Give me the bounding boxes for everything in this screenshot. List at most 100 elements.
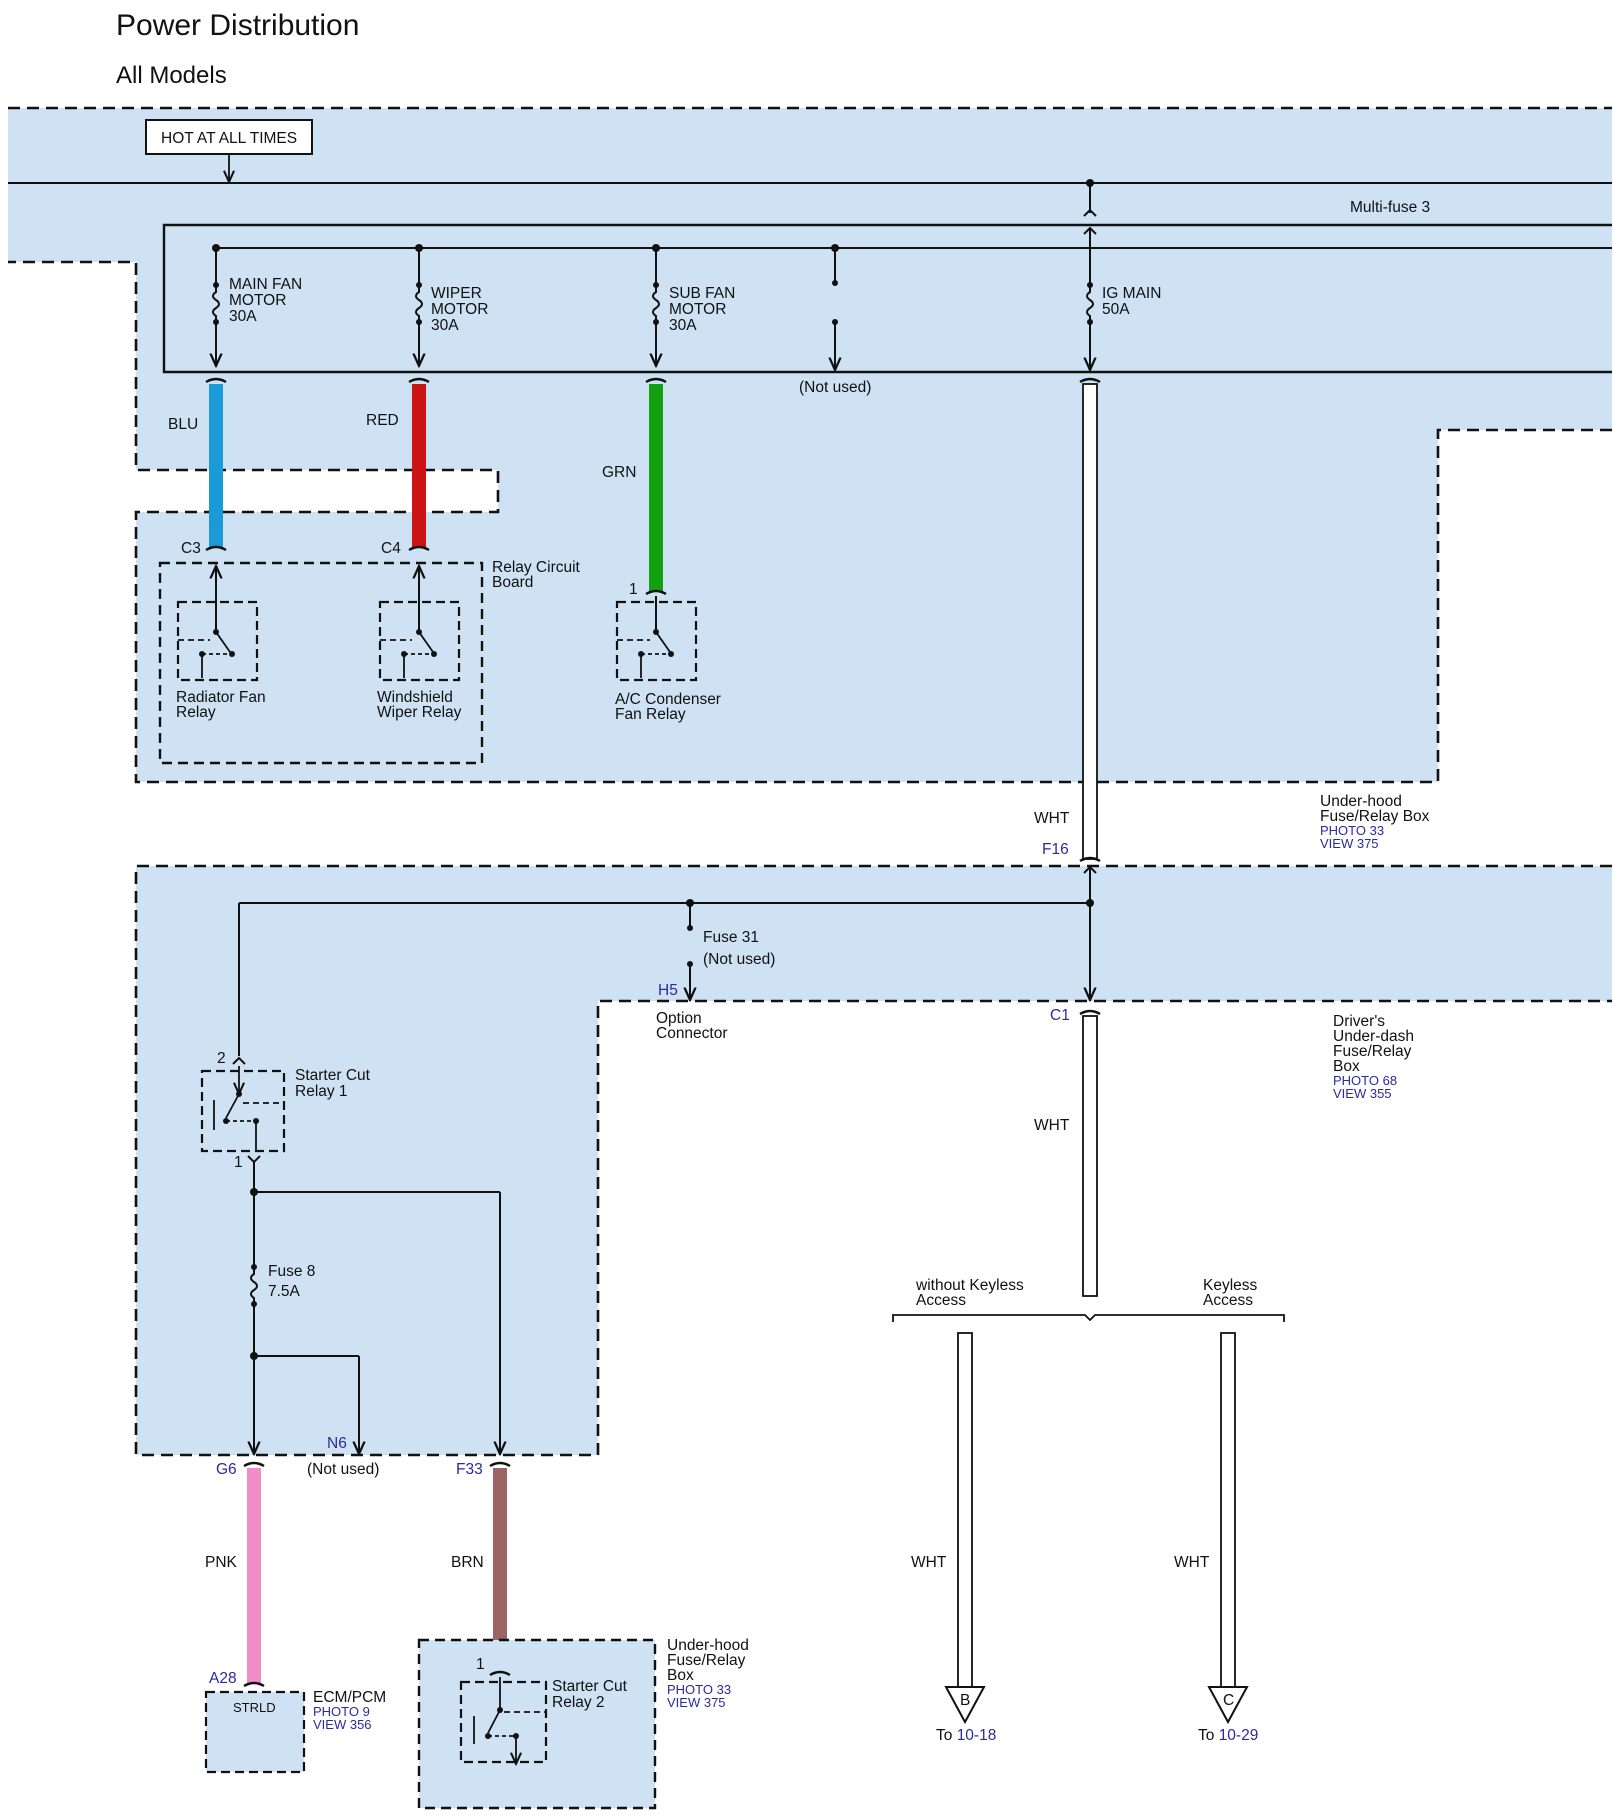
- dd-box-view[interactable]: VIEW 355: [1333, 1086, 1392, 1101]
- relay-contact-symbol: [473, 1677, 546, 1764]
- ig-main-label-2: 50A: [1102, 301, 1130, 318]
- ac-relay-label-1: A/C Condenser: [615, 691, 721, 708]
- junction-dot: [1087, 282, 1093, 288]
- relay-contact-symbol: [617, 631, 671, 678]
- uh2-photo[interactable]: PHOTO 33: [667, 1682, 731, 1697]
- connector-cap: [243, 1461, 265, 1468]
- scr1-label-1: Starter Cut: [295, 1067, 371, 1084]
- g6-label: G6: [216, 1461, 237, 1478]
- junction-dot: [638, 651, 644, 657]
- junction-dot: [431, 651, 437, 657]
- connector-cap: [489, 1670, 511, 1677]
- c3-label: C3: [181, 540, 201, 557]
- main-fan-fuse: [213, 248, 219, 366]
- wire-brn-label: BRN: [451, 1554, 484, 1571]
- junction-dot: [236, 1091, 242, 1097]
- wire-grn-label: GRN: [602, 464, 636, 481]
- page-subtitle: All Models: [116, 62, 227, 89]
- wire-pnk-label: PNK: [205, 1554, 238, 1571]
- relay-board-label-1: Relay Circuit: [492, 559, 581, 576]
- junction-dot: [513, 1733, 519, 1739]
- relay-circuit-board: [158, 561, 484, 765]
- uh-box-photo[interactable]: PHOTO 33: [1320, 823, 1384, 838]
- keyless-label-1: Keyless: [1203, 1277, 1258, 1294]
- uh-box-view[interactable]: VIEW 375: [1320, 836, 1379, 851]
- radiator-fan-relay: [176, 600, 259, 682]
- junction-dot: [213, 629, 219, 635]
- junction-dot: [401, 651, 407, 657]
- underhood-box-border: [8, 106, 1612, 784]
- junction-dot: [416, 629, 422, 635]
- junction-dot: [251, 1301, 257, 1307]
- ecm-view[interactable]: VIEW 356: [313, 1717, 372, 1732]
- connector-cap: [243, 1681, 265, 1688]
- sub-fan-label-3: 30A: [669, 317, 697, 334]
- page-title: Power Distribution: [116, 9, 359, 42]
- strld-label: STRLD: [233, 1700, 276, 1715]
- f16-label: F16: [1042, 841, 1069, 858]
- junction-dot: [253, 1118, 259, 1124]
- scr2-label-2: Relay 2: [552, 1694, 605, 1711]
- pin1-scr1-label: 1: [234, 1154, 243, 1171]
- junction-dot: [653, 629, 659, 635]
- rad-relay-label-2: Relay: [176, 704, 216, 721]
- wiper-label-3: 30A: [431, 317, 459, 334]
- dd-box-photo[interactable]: PHOTO 68: [1333, 1073, 1397, 1088]
- connector-cap: [408, 545, 430, 552]
- uh-box-label-2: Fuse/Relay Box: [1320, 808, 1430, 825]
- connector-b-triangle: [944, 1686, 986, 1725]
- ecm-label: ECM/PCM: [313, 1689, 386, 1706]
- uh2-view[interactable]: VIEW 375: [667, 1695, 726, 1710]
- connector-cap: [489, 1461, 511, 1468]
- to-c-prefix: To: [1198, 1727, 1219, 1744]
- c4-label: C4: [381, 540, 401, 557]
- connector-cap: [645, 589, 667, 596]
- junction-dot: [251, 1264, 257, 1270]
- wire-pnk: [247, 1468, 261, 1684]
- relay-contact-symbol: [178, 631, 232, 678]
- connector-cap: [645, 377, 667, 384]
- wht-label-3: WHT: [911, 1554, 947, 1571]
- wire-wht-b: [957, 1332, 973, 1690]
- to-b-link[interactable]: 10-18: [957, 1727, 997, 1744]
- junction-dot: [213, 282, 219, 288]
- ecm-pcm-box: [204, 1690, 306, 1774]
- not-used-label-3: (Not used): [307, 1461, 379, 1478]
- ac-condenser-fan-relay: [615, 600, 698, 682]
- junction-dot: [199, 651, 205, 657]
- wiper-relay-label-1: Windshield: [377, 689, 453, 706]
- uh2-label-1: Under-hood: [667, 1637, 749, 1654]
- ig-main-fuse: [1087, 248, 1093, 370]
- wiper-relay-label-2: Wiper Relay: [377, 704, 462, 721]
- ig-main-label-1: IG MAIN: [1102, 285, 1161, 302]
- not-used-label-2: (Not used): [703, 951, 775, 968]
- junction-dot: [223, 1118, 229, 1124]
- without-keyless-label-2: Access: [916, 1292, 966, 1309]
- junction-dot: [485, 1733, 491, 1739]
- connector-symbol: [232, 1056, 246, 1065]
- to-c-link[interactable]: 10-29: [1219, 1727, 1259, 1744]
- main-fan-label-2: MOTOR: [229, 292, 286, 309]
- wire-red: [412, 384, 426, 548]
- connector-cap: [1079, 856, 1101, 863]
- underdash-box-region: [136, 866, 1612, 1455]
- wire-brn: [493, 1468, 507, 1672]
- relay-contact-symbol: [213, 1066, 284, 1150]
- connector-b-label: B: [960, 1692, 970, 1709]
- option-bracket: [892, 1314, 1285, 1322]
- starter-cut-relay-2: [459, 1680, 548, 1764]
- ecm-photo[interactable]: PHOTO 9: [313, 1704, 370, 1719]
- wire-red-label: RED: [366, 412, 399, 429]
- scr2-label-1: Starter Cut: [552, 1678, 628, 1695]
- wire-wht-c1: [1082, 1015, 1098, 1297]
- to-c-label: To 10-29: [1198, 1727, 1258, 1744]
- not-used-label-1: (Not used): [799, 379, 871, 396]
- wht-label-2: WHT: [1034, 1117, 1070, 1134]
- wht-label-4: WHT: [1174, 1554, 1210, 1571]
- junction-dot: [213, 319, 219, 325]
- connector-cap: [1079, 1009, 1101, 1016]
- connector-symbol: [1083, 865, 1097, 874]
- multifuse-box: [162, 223, 1612, 374]
- starter-cut-relay-1: [200, 1069, 286, 1153]
- option-connector-label-2: Connector: [656, 1025, 728, 1042]
